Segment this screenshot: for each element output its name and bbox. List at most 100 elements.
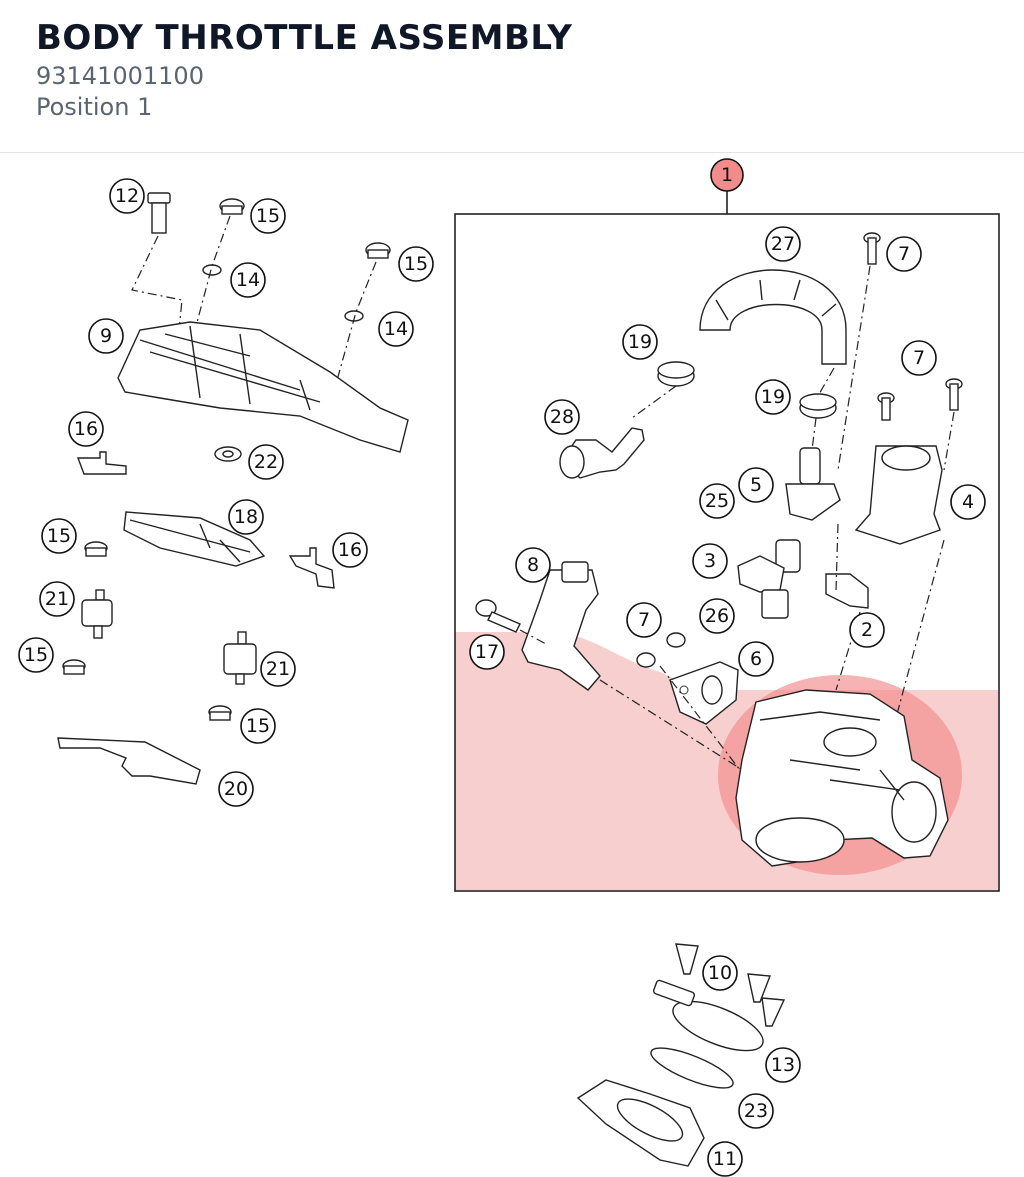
nut-15-lowmid (208, 705, 232, 721)
callout-19[interactable]: 19 (755, 379, 791, 415)
svg-text:12: 12 (115, 185, 139, 207)
screw-7-low-b (636, 652, 656, 668)
throttle-body (735, 689, 949, 867)
callout-7[interactable]: 7 (901, 340, 937, 376)
svg-text:28: 28 (550, 406, 574, 428)
screw-10-c (761, 997, 786, 1027)
callout-15[interactable]: 15 (41, 518, 77, 554)
callout-11[interactable]: 11 (707, 1141, 743, 1177)
svg-text:7: 7 (638, 609, 650, 631)
callout-1[interactable]: 1 (710, 158, 744, 192)
callout-21[interactable]: 21 (39, 581, 75, 617)
svg-text:20: 20 (224, 778, 248, 800)
screw-7-mid-a (877, 392, 895, 421)
callout-21[interactable]: 21 (260, 651, 296, 687)
svg-text:6: 6 (750, 648, 762, 670)
svg-text:4: 4 (962, 491, 974, 513)
svg-text:19: 19 (628, 331, 652, 353)
svg-text:15: 15 (24, 644, 48, 666)
screw-7-mid-b (945, 378, 963, 411)
svg-text:10: 10 (708, 962, 732, 984)
svg-text:15: 15 (404, 253, 428, 275)
ecu-module-18 (123, 511, 266, 567)
svg-text:27: 27 (771, 233, 795, 255)
svg-text:22: 22 (254, 451, 278, 473)
screw-10-a (675, 943, 699, 975)
svg-text:25: 25 (705, 490, 729, 512)
callout-19[interactable]: 19 (622, 324, 658, 360)
callout-10[interactable]: 10 (702, 955, 738, 991)
callout-20[interactable]: 20 (218, 771, 254, 807)
svg-text:17: 17 (475, 641, 499, 663)
callout-14[interactable]: 14 (230, 262, 266, 298)
injector-25 (775, 539, 801, 573)
callout-23[interactable]: 23 (738, 1093, 774, 1129)
nut-15-top-b (365, 242, 391, 259)
nut-15-mid (84, 541, 108, 557)
callout-13[interactable]: 13 (765, 1047, 801, 1083)
svg-text:3: 3 (704, 550, 716, 572)
callout-16[interactable]: 16 (332, 532, 368, 568)
callout-17[interactable]: 17 (469, 634, 505, 670)
callout-14[interactable]: 14 (378, 311, 414, 347)
svg-text:2: 2 (861, 619, 873, 641)
callout-5[interactable]: 5 (738, 467, 774, 503)
callout-15[interactable]: 15 (250, 198, 286, 234)
bracket-16-right (288, 547, 335, 589)
svg-text:1: 1 (721, 164, 733, 186)
svg-text:13: 13 (771, 1054, 795, 1076)
callout-15[interactable]: 15 (240, 708, 276, 744)
callout-12[interactable]: 12 (109, 178, 145, 214)
holder-26 (761, 589, 789, 619)
damper-21-b (223, 631, 257, 685)
screw-17 (475, 599, 521, 633)
svg-text:14: 14 (384, 318, 408, 340)
hose-fitting-28 (559, 427, 645, 479)
page-title: BODY THROTTLE ASSEMBLY (36, 18, 573, 58)
callout-25[interactable]: 25 (699, 483, 735, 519)
clamp-19-right (799, 393, 837, 419)
hose-clamp-13 (652, 979, 764, 1052)
callout-18[interactable]: 18 (228, 499, 264, 535)
svg-text:5: 5 (750, 474, 762, 496)
svg-text:11: 11 (713, 1148, 737, 1170)
svg-text:14: 14 (236, 269, 260, 291)
grommet-22 (214, 446, 242, 462)
callout-28[interactable]: 28 (544, 399, 580, 435)
callout-27[interactable]: 27 (765, 226, 801, 262)
callout-15[interactable]: 15 (18, 637, 54, 673)
callout-7[interactable]: 7 (626, 602, 662, 638)
callout-2[interactable]: 2 (849, 612, 885, 648)
callout-6[interactable]: 6 (738, 641, 774, 677)
callout-16[interactable]: 16 (68, 411, 104, 447)
svg-text:21: 21 (45, 588, 69, 610)
nut-15-top-a (219, 198, 245, 215)
callout-7[interactable]: 7 (886, 236, 922, 272)
callout-8[interactable]: 8 (515, 547, 551, 583)
callout-22[interactable]: 22 (248, 444, 284, 480)
svg-text:16: 16 (74, 418, 98, 440)
sensor-5 (785, 447, 841, 521)
svg-text:16: 16 (338, 539, 362, 561)
screw-10-b (747, 973, 771, 1003)
clamp-19-left (657, 361, 695, 387)
callout-9[interactable]: 9 (88, 318, 124, 354)
svg-text:18: 18 (234, 506, 258, 528)
callout-4[interactable]: 4 (950, 484, 986, 520)
washer-14-a (202, 264, 222, 276)
bracket-2 (825, 573, 869, 609)
bolt-12 (147, 192, 171, 234)
page-header: BODY THROTTLE ASSEMBLY 93141001100 Posit… (0, 0, 1024, 153)
callout-15[interactable]: 15 (398, 246, 434, 282)
hose-27 (699, 269, 847, 365)
svg-text:15: 15 (47, 525, 71, 547)
callout-26[interactable]: 26 (699, 598, 735, 634)
damper-21-a (81, 589, 113, 639)
svg-text:15: 15 (256, 205, 280, 227)
svg-text:9: 9 (100, 325, 112, 347)
svg-text:15: 15 (246, 715, 270, 737)
callout-3[interactable]: 3 (692, 543, 728, 579)
nut-15-low (62, 659, 86, 675)
gasket-6 (669, 661, 739, 725)
